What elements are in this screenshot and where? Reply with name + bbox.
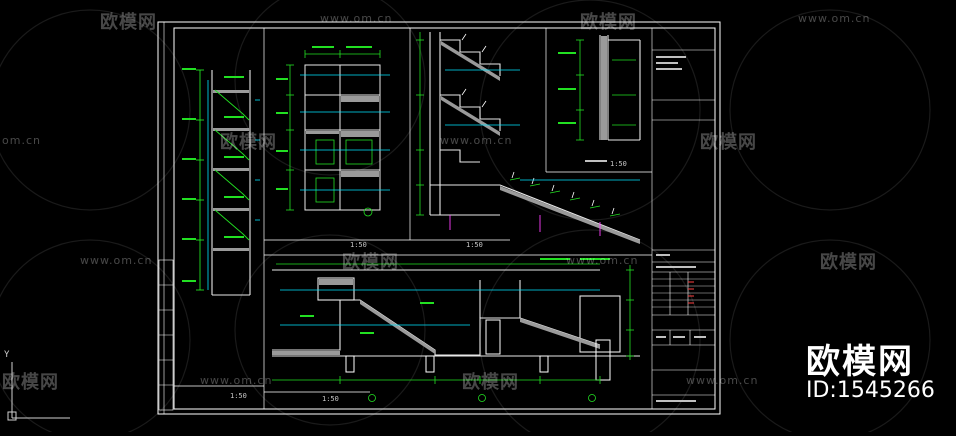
title-block (651, 27, 716, 410)
watermark-brand: 欧模网 (700, 132, 757, 153)
section-d (558, 35, 641, 162)
brand-logo-text: 欧模网 (806, 342, 914, 382)
watermark-brand: 欧模网 (462, 372, 519, 393)
ucs-axis-label: Y (4, 350, 10, 360)
watermark-brand: 欧模网 (342, 252, 399, 273)
watermark-brand: 欧模网 (580, 12, 637, 33)
drawing-frame-inner (173, 27, 716, 410)
watermark-brand: 欧模网 (2, 372, 59, 393)
section-e (272, 258, 640, 402)
watermark-url: www.om.cn (440, 134, 513, 147)
scale-label-d: 1:50 (610, 160, 627, 168)
watermark-url: www.om.cn (320, 12, 393, 25)
section-a (182, 68, 260, 296)
watermark-brand: 欧模网 (220, 132, 277, 153)
watermark-url: www.om.cn (798, 12, 871, 25)
scale-label-b: 1:50 (350, 241, 367, 249)
watermark-brand: 欧模网 (100, 12, 157, 33)
model-id: ID:1545266 (806, 378, 935, 403)
drawing-frame-outer (157, 21, 721, 415)
watermark-url: www.om.cn (686, 374, 759, 387)
watermark-url: om.cn (2, 134, 41, 147)
ucs-icon (7, 362, 70, 421)
scale-label-e: 1:50 (322, 395, 339, 403)
watermark-url: www.om.cn (566, 254, 639, 267)
watermark-brand: 欧模网 (820, 252, 877, 273)
watermark-url: www.om.cn (200, 374, 273, 387)
watermark-url: www.om.cn (80, 254, 153, 267)
scale-label-c: 1:50 (466, 241, 483, 249)
section-b (276, 46, 390, 217)
scale-label-a: 1:50 (230, 392, 247, 400)
section-c (416, 32, 641, 244)
